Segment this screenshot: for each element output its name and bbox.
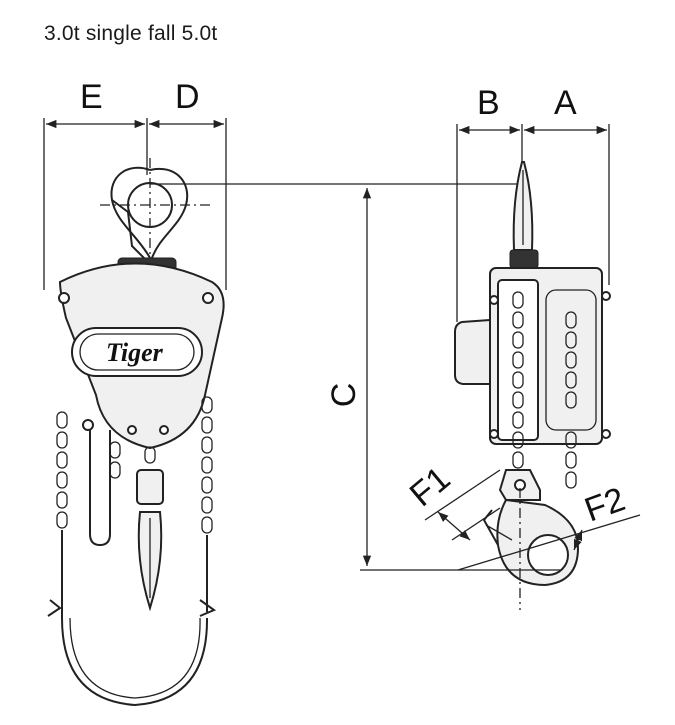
label-f2: F2 <box>580 480 630 529</box>
dimension-f1: F1 <box>403 460 501 541</box>
label-b: B <box>477 84 500 122</box>
bottom-hook-side <box>482 469 580 610</box>
dimension-e-d: E D <box>43 78 227 290</box>
top-hook-icon <box>100 158 210 275</box>
dimension-c: C <box>325 188 560 571</box>
hand-chain-loop <box>47 599 209 707</box>
dimension-b-a: B A <box>456 84 610 322</box>
front-view: E D Tiger <box>43 78 227 707</box>
label-a: A <box>554 84 577 122</box>
label-f1: F1 <box>403 460 458 515</box>
label-d: D <box>175 78 200 116</box>
bottom-hook-front <box>136 469 164 612</box>
label-e: E <box>80 78 103 116</box>
hand-chain-left <box>56 411 68 612</box>
side-view: B A <box>454 84 611 610</box>
caption: 3.0t single fall 5.0t <box>44 22 218 45</box>
label-c: C <box>325 383 363 408</box>
hand-chain-right <box>201 396 213 612</box>
brand-plate: Tiger <box>71 327 203 377</box>
brand-logo: Tiger <box>106 338 164 367</box>
